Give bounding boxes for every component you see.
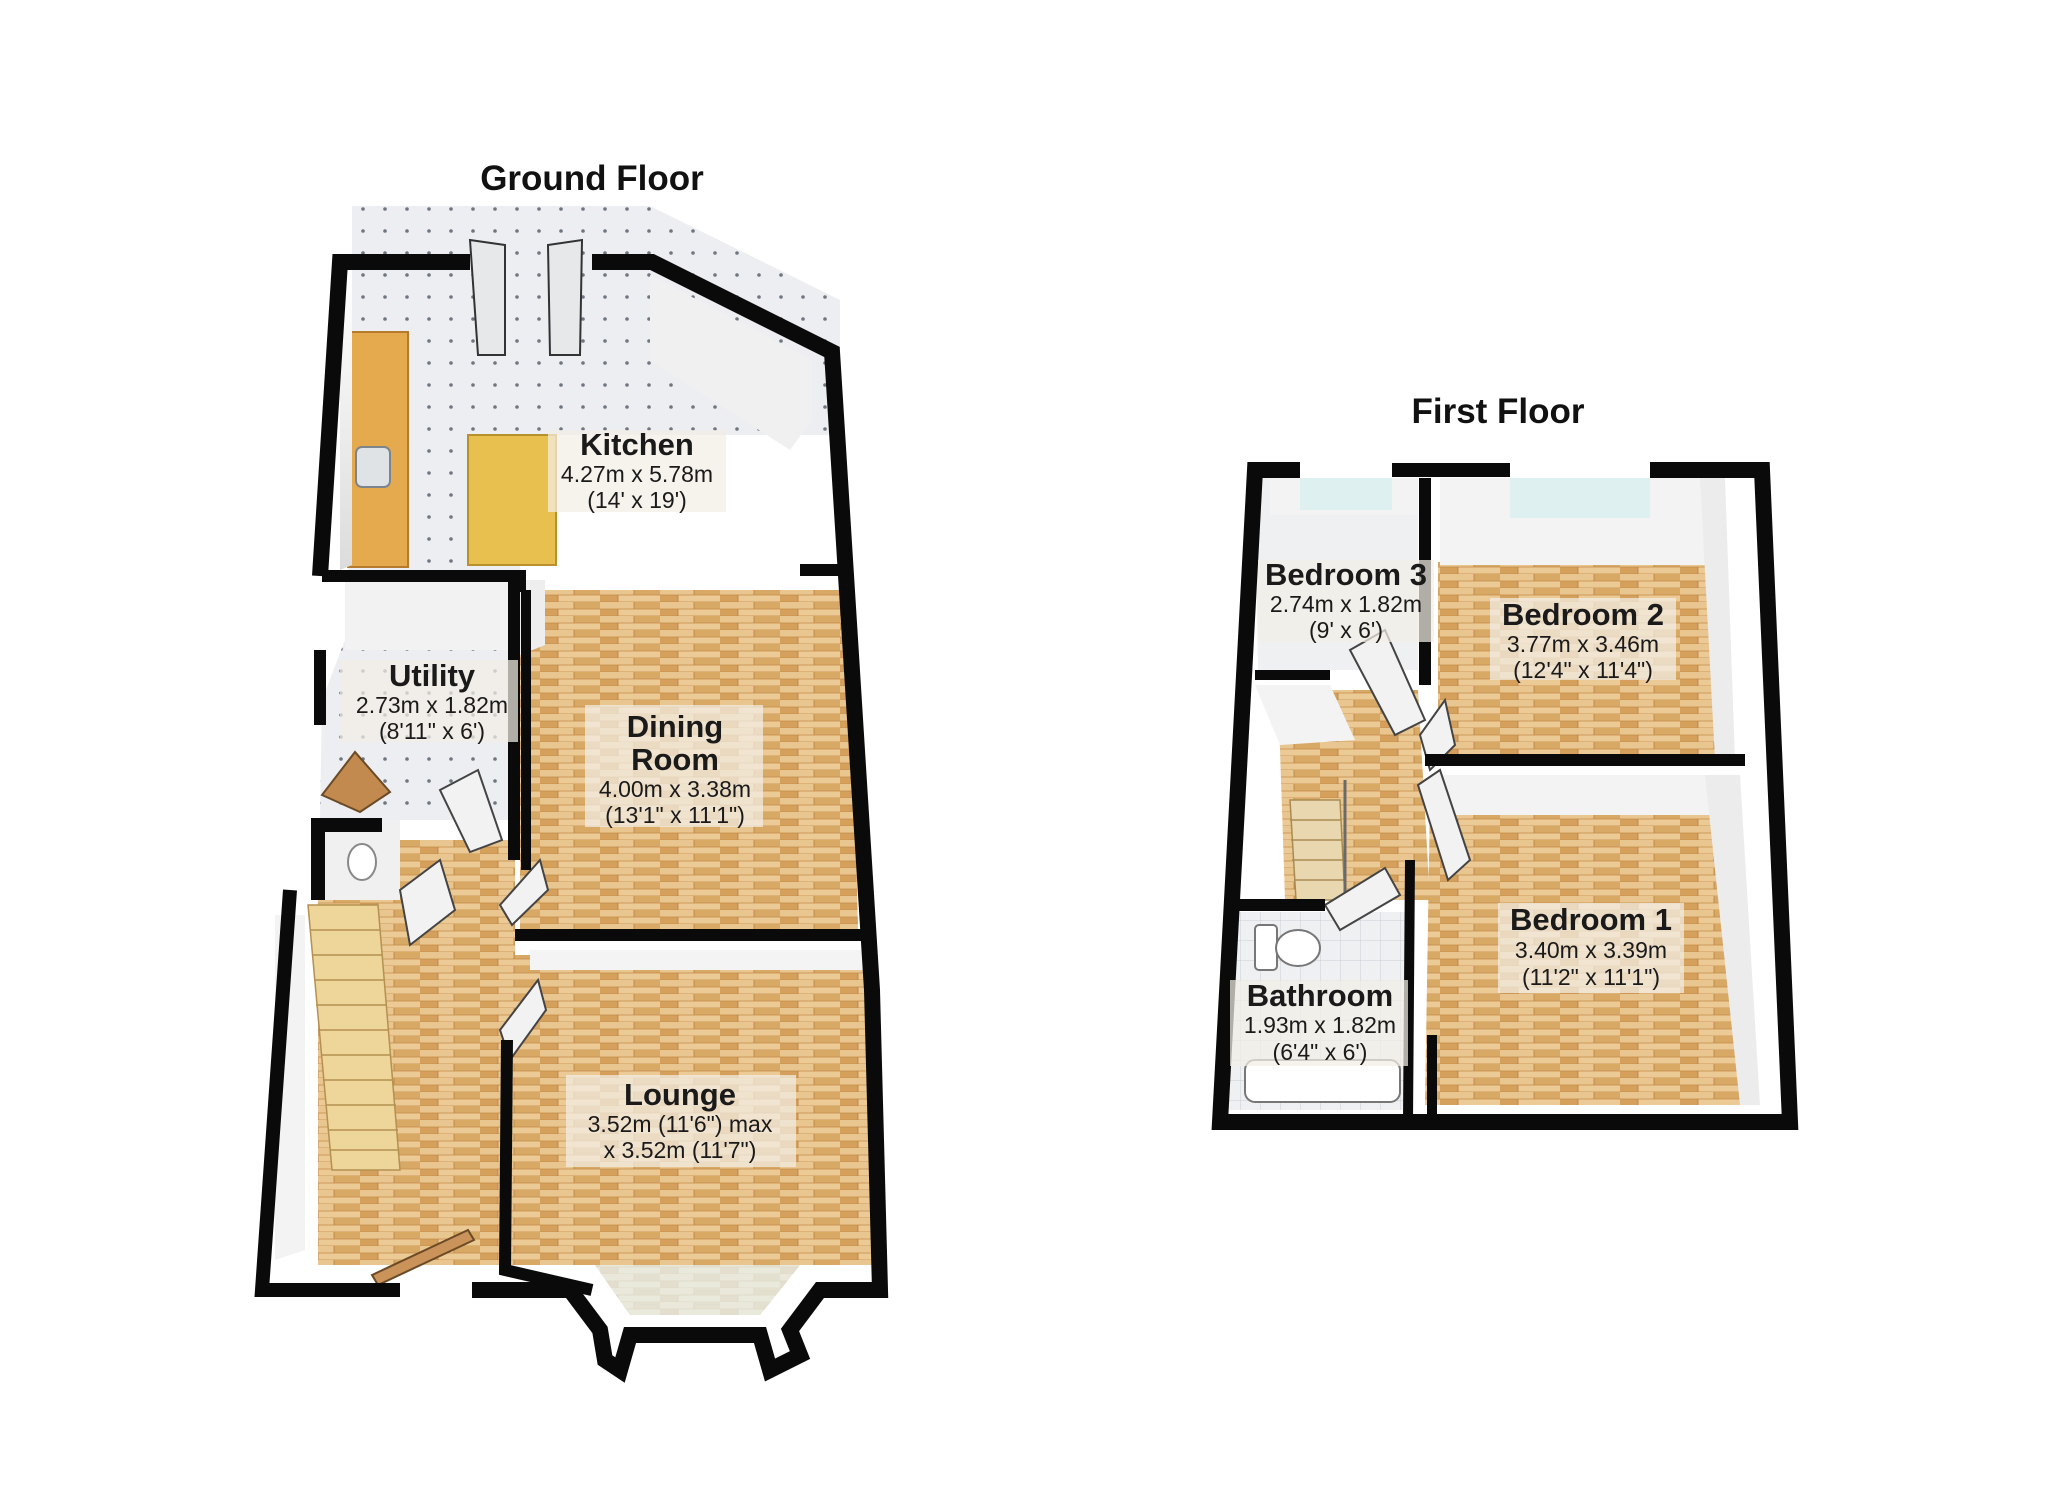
utility-wall-face	[345, 580, 512, 650]
utility-dim-metric: 2.73m x 1.82m	[356, 692, 508, 718]
bedroom2-dim-imperial: (12'4" x 11'4")	[1513, 657, 1653, 683]
bedroom1-dim-metric: 3.40m x 3.39m	[1515, 937, 1667, 963]
ground-walls	[254, 254, 889, 1383]
bathtub	[1244, 1059, 1401, 1103]
kitchen-island	[467, 434, 557, 566]
bedroom1-wall-face	[1430, 775, 1740, 815]
bedroom2-name: Bedroom 2	[1502, 597, 1664, 632]
bathroom-name: Bathroom	[1247, 978, 1393, 1013]
bathroom-label: Bathroom 1.93m x 1.82m (6'4" x 6')	[1230, 978, 1408, 1066]
wc-door	[398, 858, 457, 947]
lounge-wall-face	[530, 950, 870, 970]
lounge-dim-line2: x 3.52m (11'7")	[604, 1137, 757, 1163]
bedroom1-door	[1416, 768, 1472, 882]
lounge-bay-window	[595, 1265, 800, 1315]
ground-staircase	[307, 904, 401, 1171]
bathroom-door	[1323, 866, 1402, 932]
kitchen-wall-face	[340, 272, 352, 570]
kitchen-dim-metric: 4.27m x 5.78m	[561, 461, 713, 487]
bedroom3-dim-imperial: (9' x 6')	[1309, 617, 1383, 643]
bedroom1-label: Bedroom 1 3.40m x 3.39m (11'2" x 11'1")	[1498, 902, 1684, 993]
dining-dim-metric: 4.00m x 3.38m	[599, 776, 751, 802]
first-floor: First Floor Bedroom 3 2.74m x 1.82m (9' …	[1211, 392, 1799, 1130]
dining-room-label: Dining Room 4.00m x 3.38m (13'1" x 11'1"…	[585, 705, 763, 828]
dining-name-line2: Room	[631, 742, 719, 777]
kitchen-right-wall-face	[650, 275, 812, 450]
first-staircase	[1289, 780, 1347, 901]
bedroom3-name: Bedroom 3	[1265, 557, 1427, 592]
bed1-right-wall-face	[1705, 775, 1760, 1105]
dining-dim-imperial: (13'1" x 11'1")	[605, 802, 745, 828]
bedroom2-label: Bedroom 2 3.77m x 3.46m (12'4" x 11'4")	[1490, 597, 1676, 683]
bedroom3-dim-metric: 2.74m x 1.82m	[1270, 591, 1422, 617]
bedroom1-dim-imperial: (11'2" x 11'1")	[1522, 964, 1660, 990]
lounge-dim-line1: 3.52m (11'6") max	[588, 1111, 773, 1137]
dining-name-line1: Dining	[627, 709, 723, 744]
utility-cupboard	[320, 750, 392, 814]
lounge-label: Lounge 3.52m (11'6") max x 3.52m (11'7")	[566, 1075, 796, 1167]
garden-doors	[468, 238, 584, 356]
utility-label: Utility 2.73m x 1.82m (8'11" x 6')	[340, 658, 518, 744]
bedroom1-name: Bedroom 1	[1510, 902, 1672, 937]
kitchen-sink	[355, 446, 391, 488]
utility-dim-imperial: (8'11" x 6')	[379, 718, 485, 744]
kitchen-label: Kitchen 4.27m x 5.78m (14' x 19')	[548, 427, 726, 513]
ground-floor: Ground Floor Kitchen 4.27m x 5.78m (14' …	[254, 159, 889, 1383]
kitchen-name: Kitchen	[580, 427, 694, 462]
lounge-name: Lounge	[624, 1077, 736, 1112]
bed2-right-wall-face	[1700, 478, 1735, 760]
first-toilet	[1275, 929, 1321, 967]
bedroom2-window	[1510, 478, 1650, 518]
utility-name: Utility	[389, 658, 476, 693]
bedroom3-window	[1300, 478, 1392, 510]
ground-toilet	[347, 843, 377, 881]
dining-door	[498, 857, 550, 927]
ground-floor-title: Ground Floor	[480, 159, 704, 198]
toilet-cistern	[1254, 924, 1278, 971]
bedroom3-label: Bedroom 3 2.74m x 1.82m (9' x 6')	[1258, 557, 1434, 643]
bedroom2-dim-metric: 3.77m x 3.46m	[1507, 631, 1659, 657]
kitchen-dim-imperial: (14' x 19')	[587, 487, 687, 513]
bathroom-dim-imperial: (6'4" x 6')	[1273, 1039, 1368, 1065]
front-door	[370, 1228, 476, 1287]
utility-door	[438, 768, 504, 854]
first-floor-title: First Floor	[1411, 392, 1584, 431]
bathroom-dim-metric: 1.93m x 1.82m	[1244, 1012, 1396, 1038]
landing-wall-face	[1255, 685, 1355, 745]
